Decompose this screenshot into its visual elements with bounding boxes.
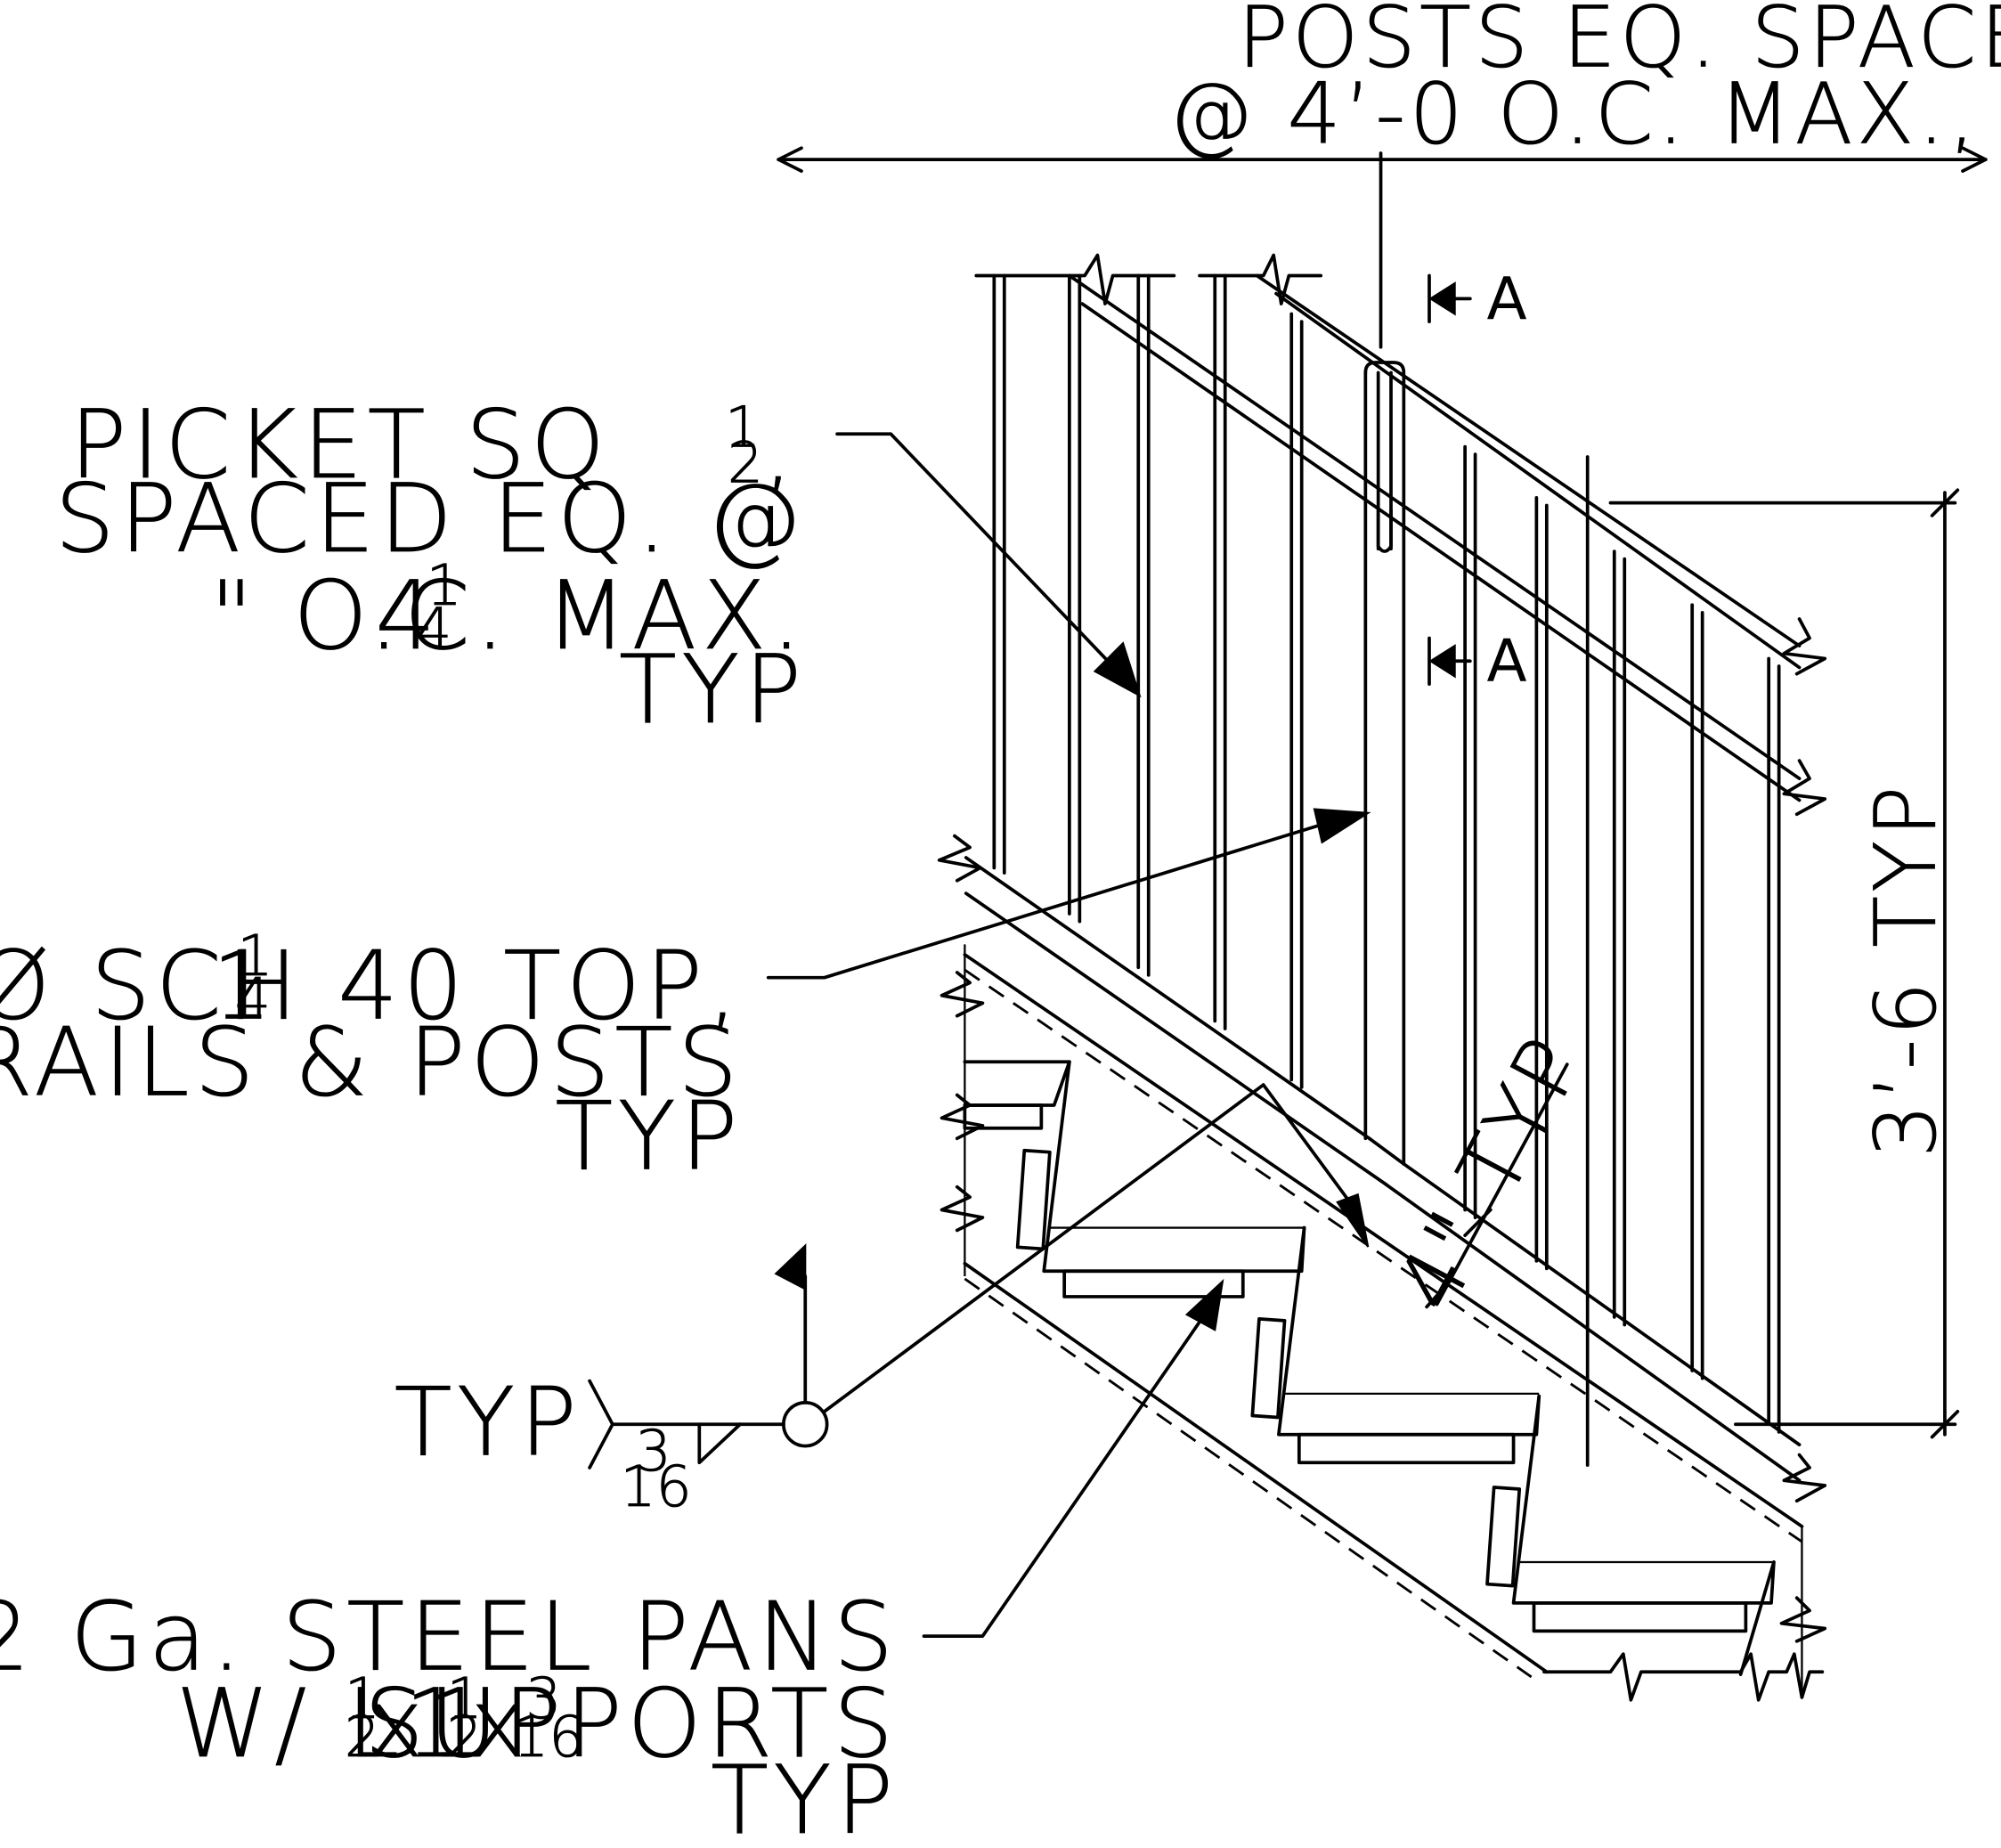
rail-note-whole: 1 xyxy=(212,932,277,1042)
pan-note-frac-den-3: 16 xyxy=(513,1704,584,1770)
weld-symbol xyxy=(588,1083,1370,1469)
steel-pan-3 xyxy=(1485,1394,1776,1676)
picket-note-line3-frac-num: 1 xyxy=(427,552,462,618)
rail-note-frac-den: 4 xyxy=(235,966,271,1032)
pan-note-line2-a: W/ L1 xyxy=(176,1670,469,1779)
picket-note-line3-rest: " O.C. MAX. xyxy=(209,562,806,672)
railing xyxy=(937,253,1957,1503)
picket-note-frac-num: 1 xyxy=(725,395,761,460)
top-break-line-right xyxy=(1198,253,1323,305)
rail-note-frac-num: 1 xyxy=(238,923,273,989)
weld-tail-label: TYP xyxy=(395,1369,582,1478)
bottom-rail xyxy=(937,834,1827,1503)
height-dimension-label: 3’-6 TYP xyxy=(1857,782,1955,1158)
picket-note-line1: PICKET SQ xyxy=(69,391,610,501)
pan-note-line3: TYP xyxy=(711,1746,899,1848)
rail-note-line2: BOT. RAILS & POSTS xyxy=(0,1009,743,1119)
pan-note-frac-num-3: 3 xyxy=(525,1665,561,1731)
section-a-marker-top[interactable]: A xyxy=(1428,265,1527,333)
posts-note-line1: POSTS EQ. SPACED xyxy=(1238,0,2001,87)
rail-note: 1 1 4 Ø SCH 40 TOP, BOT. RAILS & POSTS T… xyxy=(0,922,743,1193)
clearance-dimension xyxy=(1425,1062,1569,1309)
pan-note-frac-num-1: 1 xyxy=(345,1665,380,1731)
picket-note-comma: , xyxy=(763,396,798,506)
rail-note-line3: TYP xyxy=(555,1083,743,1193)
pan-note-line1: 12 Ga. STEEL PANS xyxy=(0,1583,899,1692)
steel-pans xyxy=(963,1060,1776,1676)
picket-leader xyxy=(835,432,1142,698)
pan-leader xyxy=(922,1278,1224,1638)
pickets xyxy=(992,273,1781,1434)
top-break-line-left xyxy=(974,253,1176,305)
posts-note-line2: @ 4’-0 O.C. MAX., TYP xyxy=(1168,65,2001,163)
rail-note-line1-rest: Ø SCH 40 TOP, xyxy=(0,932,743,1042)
picket-note-line3-frac-den: 4 xyxy=(416,596,451,662)
steel-pan-0 xyxy=(963,1060,1071,1130)
pan-note-frac-den-1: 2 xyxy=(345,1704,380,1770)
pan-note-line2-b: x1 xyxy=(368,1670,494,1779)
post-spacing-dimension xyxy=(777,146,1988,349)
rail-leader xyxy=(766,808,1371,980)
picket-note-line3-whole: 4 xyxy=(375,562,440,672)
stair-stringer xyxy=(939,944,1827,1702)
pan-note-line2-c: x xyxy=(469,1670,530,1779)
picket-note-line2: SPACED EQ. @ xyxy=(54,465,806,574)
pan-note-frac-num-2: 1 xyxy=(447,1665,483,1731)
weld-size-num: 3 xyxy=(636,1418,671,1484)
height-dimension xyxy=(1930,488,1960,1439)
top-rail xyxy=(1068,273,1827,817)
pan-note-line2-d: SUPPORTS xyxy=(364,1670,899,1779)
pan-note: 12 Ga. STEEL PANS W/ L1 1 2 x1 1 2 x 3 1… xyxy=(0,1583,899,1848)
section-a-marker-bottom[interactable]: A xyxy=(1428,627,1527,696)
picket-note: PICKET SQ 1 2 , SPACED EQ. @ 4 1 4 " O.C… xyxy=(54,391,807,746)
picket-note-frac-den: 2 xyxy=(728,430,763,496)
pan-note-frac-den-2: 2 xyxy=(447,1704,483,1770)
picket-note-line4: TYP xyxy=(619,636,807,745)
section-a-label-bottom: A xyxy=(1486,627,1526,696)
section-a-label-top: A xyxy=(1486,265,1526,333)
weld-size-den: 16 xyxy=(620,1453,691,1519)
